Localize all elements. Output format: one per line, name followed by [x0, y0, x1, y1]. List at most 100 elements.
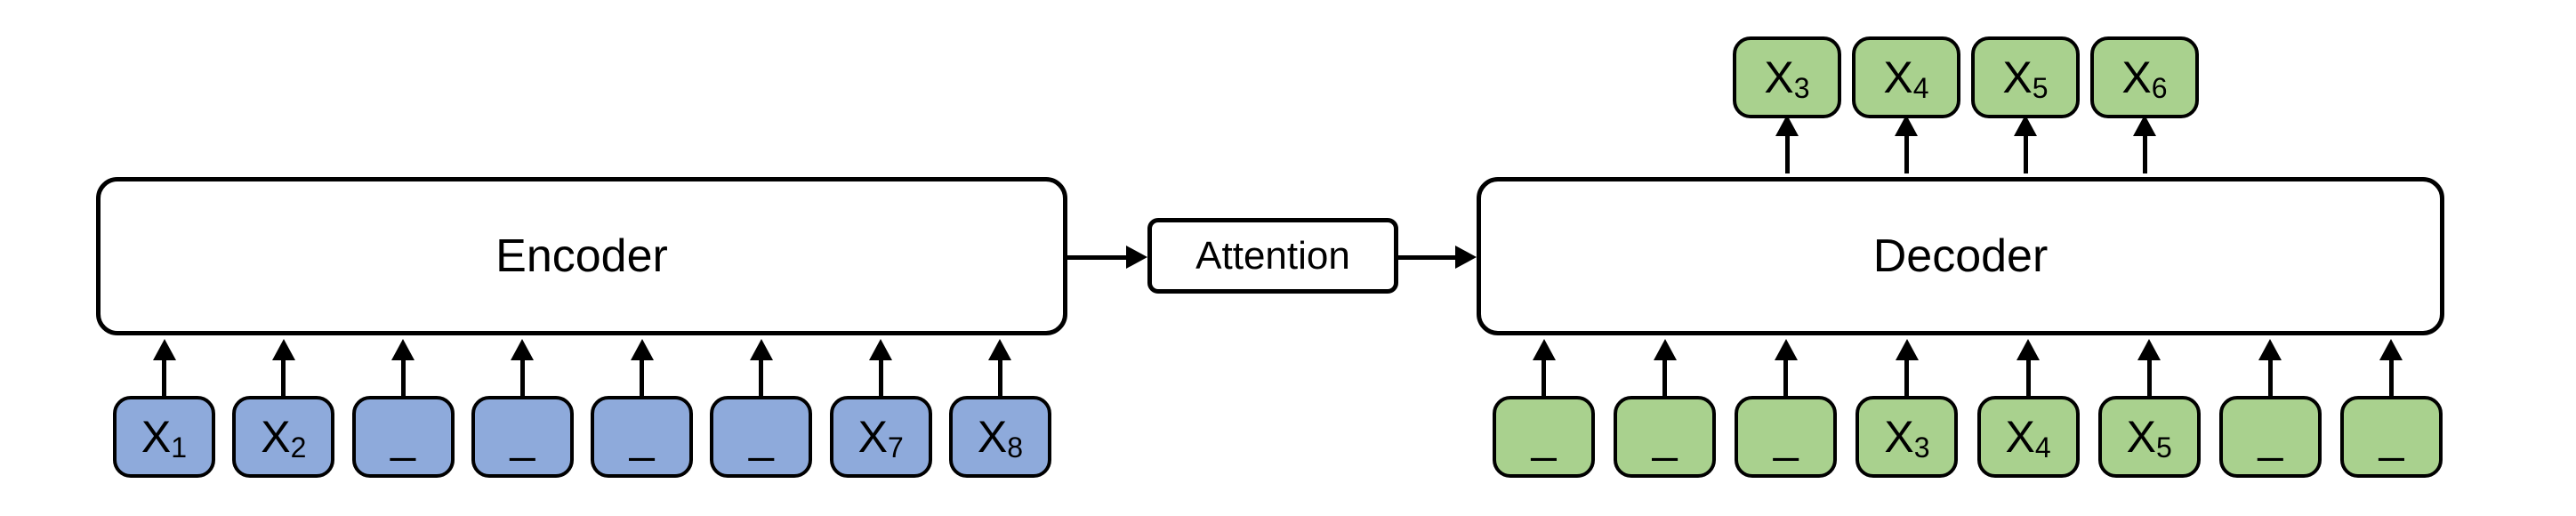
arrow-up-icon [511, 339, 535, 399]
token-label: _ [1531, 412, 1557, 462]
encoder-input-token: _ [351, 339, 455, 478]
token-subscript: 5 [2155, 431, 2172, 464]
arrow-head [1895, 339, 1919, 360]
arrow-up-icon [1532, 339, 1556, 399]
token-label: X [1884, 412, 1914, 462]
token-label: X [857, 412, 888, 462]
decoder-input-token: _ [1493, 339, 1595, 478]
token-subscript: 1 [171, 431, 188, 464]
decoder-input-token: _ [1735, 339, 1838, 478]
token-label: X [2126, 412, 2156, 462]
arrow-stem [2146, 360, 2152, 399]
token-subscript: 3 [1793, 72, 1810, 105]
arrow-stem [400, 360, 406, 399]
arrow-up-icon [1775, 115, 1799, 173]
token-subscript: 2 [290, 431, 307, 464]
token-label: _ [2379, 412, 2404, 462]
arrow-head [869, 339, 893, 360]
arrow-up-icon [988, 339, 1012, 399]
arrow-stem [162, 360, 166, 399]
token-label: _ [749, 412, 774, 462]
encoder-label: Encoder [495, 230, 668, 282]
token-subscript: 5 [2032, 72, 2049, 105]
decoder-input-token: _ [2339, 339, 2443, 478]
arrow-head [2014, 115, 2037, 136]
arrow-encoder-to-attention [1067, 246, 1147, 269]
attention-block: Attention [1147, 218, 1398, 294]
token-label: X [1883, 52, 1913, 102]
arrow-up-icon [1653, 339, 1677, 399]
arrow-stem [2267, 360, 2273, 399]
arrow-stem [1542, 360, 1546, 399]
arrow-up-icon [2133, 115, 2156, 173]
decoder-label: Decoder [1872, 230, 2049, 282]
arrow-stem [878, 360, 883, 399]
arrow-right-icon [1126, 246, 1147, 269]
arrow-stem [1904, 360, 1910, 399]
encoder-input-token: _ [591, 339, 694, 478]
arrow-stem [1067, 254, 1126, 260]
arrow-up-icon [2017, 339, 2041, 399]
arrow-stem [997, 360, 1002, 399]
arrow-stem [2023, 136, 2028, 173]
arrow-up-icon [630, 339, 654, 399]
arrow-head [1532, 339, 1556, 360]
arrow-up-icon [2137, 339, 2161, 399]
arrow-stem [2025, 360, 2031, 399]
arrow-stem [519, 360, 525, 399]
arrow-head [1775, 115, 1799, 136]
arrow-head [511, 339, 535, 360]
arrow-up-icon [271, 339, 295, 399]
token-label: X [977, 412, 1008, 462]
arrow-head [988, 339, 1012, 360]
arrow-stem [1662, 360, 1668, 399]
encoder-block: Encoder [96, 177, 1067, 335]
token-label: X [2121, 52, 2152, 102]
token-subscript: 4 [1912, 72, 1929, 105]
arrow-up-icon [391, 339, 415, 399]
decoder-block: Decoder [1477, 177, 2444, 335]
token-subscript: 6 [2151, 72, 2168, 105]
token-label: _ [1652, 412, 1678, 462]
arrow-up-icon [1895, 115, 1918, 173]
token-subscript: 7 [887, 431, 904, 464]
token-label: X [141, 412, 172, 462]
token-label: X [1764, 52, 1794, 102]
arrow-up-icon [1774, 339, 1798, 399]
arrow-stem [2142, 136, 2147, 173]
arrow-head [749, 339, 773, 360]
token-label: X [2005, 412, 2035, 462]
arrow-up-icon [749, 339, 773, 399]
token-subscript: 3 [1913, 431, 1930, 464]
attention-label: Attention [1195, 233, 1350, 278]
token-label: _ [2258, 412, 2283, 462]
token-subscript: 8 [1007, 431, 1024, 464]
arrow-up-icon [1895, 339, 1919, 399]
arrow-stem [1784, 136, 1790, 173]
token-label: X [2002, 52, 2033, 102]
token-label: _ [390, 412, 415, 462]
arrow-head [630, 339, 654, 360]
token-subscript: 4 [2034, 431, 2051, 464]
arrow-head [2017, 339, 2041, 360]
token-label: _ [510, 412, 535, 462]
encoder-input-token: _ [471, 339, 574, 478]
arrow-up-icon [2014, 115, 2037, 173]
arrow-head [1774, 339, 1798, 360]
arrow-head [1653, 339, 1677, 360]
arrow-stem [640, 360, 645, 399]
arrow-head [2258, 339, 2282, 360]
arrow-up-icon [2379, 339, 2403, 399]
decoder-input-token: _ [1614, 339, 1717, 478]
